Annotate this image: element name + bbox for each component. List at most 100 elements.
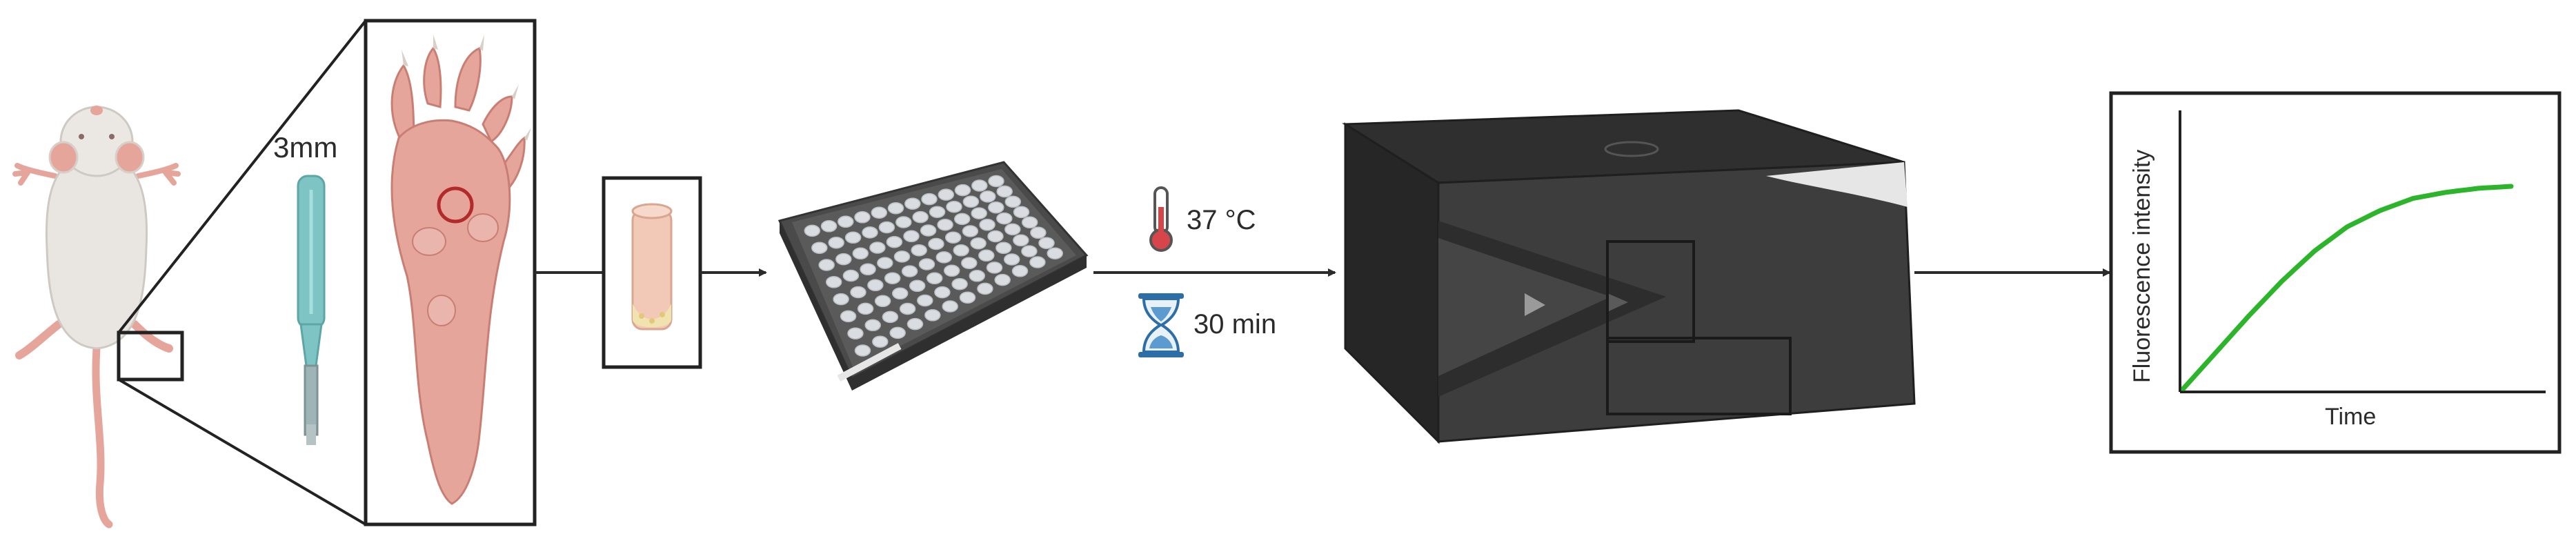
well [804, 225, 820, 236]
well [851, 287, 866, 298]
well [922, 194, 937, 205]
well [995, 275, 1010, 286]
well [900, 304, 915, 315]
well [1005, 196, 1020, 207]
well [1022, 246, 1037, 257]
incubation-time-label: 30 min [1193, 309, 1276, 340]
well [946, 232, 961, 243]
well [896, 217, 911, 228]
well [910, 280, 925, 291]
punch-size-label: 3mm [273, 131, 337, 164]
thermometer-icon [1151, 188, 1171, 250]
well [886, 237, 902, 248]
well [930, 206, 945, 217]
well [938, 189, 953, 200]
well [873, 336, 888, 347]
plate-reader-icon [1345, 110, 1914, 442]
well [927, 273, 942, 284]
well [908, 319, 923, 330]
well [911, 245, 927, 256]
x-axis-label: Time [2325, 404, 2376, 431]
well [962, 226, 978, 237]
well [1022, 217, 1038, 228]
well [938, 219, 953, 230]
zoom-line-top [119, 21, 366, 333]
well [918, 295, 933, 306]
well [921, 225, 936, 236]
well [936, 252, 951, 263]
well [838, 216, 853, 227]
well [878, 257, 893, 268]
hourglass-icon [1138, 293, 1184, 357]
well [885, 273, 900, 284]
well [870, 242, 885, 253]
well [833, 294, 849, 305]
well [826, 277, 842, 288]
well-plate-icon [780, 162, 1087, 391]
well [978, 283, 993, 294]
well [987, 262, 1002, 273]
well [1013, 235, 1029, 246]
well [858, 303, 873, 314]
well [1031, 227, 1046, 238]
well [1039, 237, 1054, 248]
well [997, 186, 1012, 197]
well [972, 180, 987, 191]
well [841, 310, 856, 322]
well [1030, 257, 1045, 268]
well [980, 191, 995, 202]
well [812, 242, 827, 253]
well [843, 270, 858, 282]
well [904, 230, 919, 241]
well [955, 185, 971, 196]
well [829, 237, 844, 248]
well [953, 245, 969, 256]
well [822, 221, 837, 232]
well [997, 213, 1012, 224]
well [971, 238, 986, 249]
well [920, 259, 935, 270]
well [893, 288, 908, 299]
well [996, 242, 1011, 253]
well [879, 222, 894, 233]
well [944, 265, 960, 276]
well [889, 203, 904, 214]
well [1004, 254, 1020, 265]
well [855, 345, 871, 356]
plot-frame [2111, 93, 2559, 452]
well [862, 227, 878, 238]
well [988, 231, 1003, 242]
well [942, 301, 958, 312]
well [902, 266, 918, 277]
tissue-sample-icon [633, 204, 671, 329]
well [846, 232, 861, 243]
biopsy-punch-icon [298, 176, 324, 445]
well [836, 254, 851, 265]
well [913, 212, 928, 223]
well [865, 319, 880, 331]
well [875, 295, 891, 306]
well [1047, 248, 1062, 259]
well [860, 264, 875, 275]
well [962, 257, 977, 268]
well [882, 311, 898, 322]
well [989, 176, 1004, 187]
well [1014, 206, 1029, 217]
well [1005, 224, 1020, 235]
well [952, 279, 967, 290]
well [963, 196, 978, 207]
well [871, 207, 886, 218]
well [925, 310, 940, 321]
well [979, 250, 994, 261]
well [853, 248, 868, 259]
well [890, 327, 905, 338]
well [947, 201, 962, 213]
temperature-label: 37 °C [1187, 205, 1256, 236]
mouse-icon [15, 106, 178, 524]
well [935, 287, 950, 298]
well [819, 259, 834, 270]
well [848, 328, 863, 339]
well [929, 239, 944, 250]
